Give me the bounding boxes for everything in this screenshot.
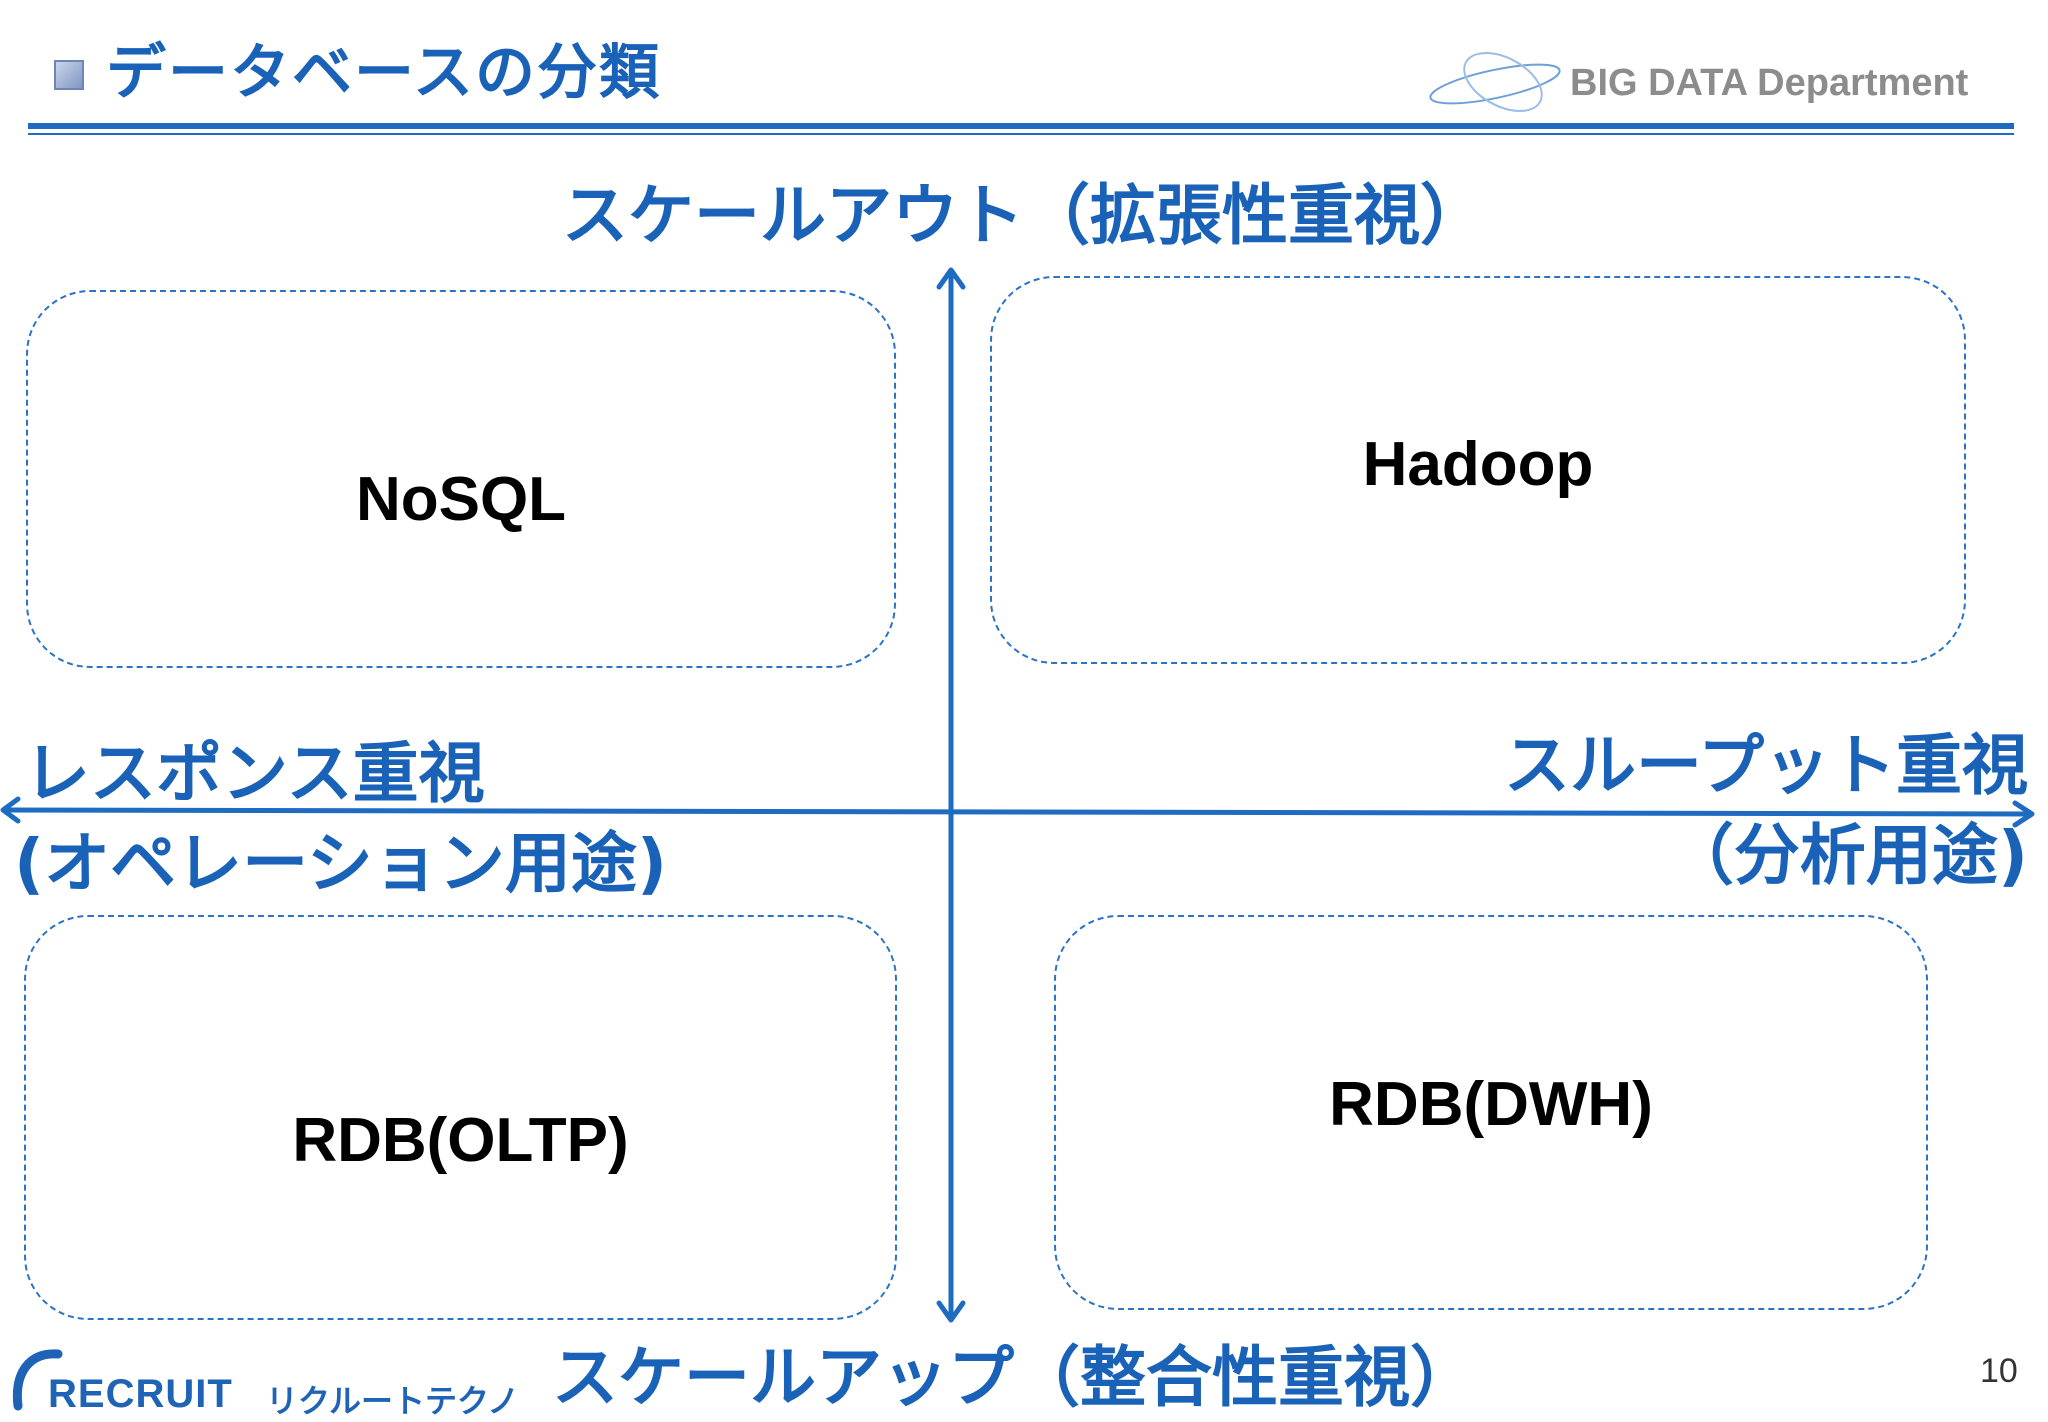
- axis-label-top: スケールアウト（拡張性重視）: [562, 177, 1486, 254]
- department-swoosh-icon: [1429, 52, 1561, 112]
- quadrant-label-rdb-dwh: RDB(DWH): [1329, 1070, 1653, 1139]
- header-divider: [28, 123, 2014, 129]
- quadrant-bottom-left: RDB(OLTP): [24, 915, 897, 1320]
- axis-label-right-sub: （分析用途): [1667, 817, 2028, 894]
- footer-company-name: RECRUIT: [48, 1372, 233, 1416]
- footer-company-kana: リクルートテクノ: [266, 1382, 520, 1420]
- title-square-icon: [54, 60, 84, 90]
- page-title: データベースの分類: [106, 38, 661, 108]
- axis-label-bottom: スケールアップ（整合性重視）: [552, 1339, 1476, 1416]
- quadrant-label-nosql: NoSQL: [355, 464, 567, 534]
- quadrant-label-rdb-oltp: RDB(OLTP): [292, 1106, 629, 1175]
- quadrant-top-left: NoSQL: [26, 290, 896, 668]
- horizontal-axis-arrow-left: [0, 796, 21, 824]
- page-number: 10: [1980, 1352, 2018, 1390]
- recruit-logo-icon: [12, 1349, 63, 1411]
- horizontal-axis-arrow-right: [2012, 800, 2035, 828]
- axis-label-left-sub: (オペレーション用途): [14, 825, 668, 902]
- vertical-axis-arrow-down: [936, 1300, 966, 1323]
- department-name: BIG DATA Department: [1570, 62, 1969, 104]
- vertical-axis-arrow-up: [936, 267, 966, 290]
- axis-label-right: スループット重視: [1503, 727, 2028, 804]
- header-divider-thin: [28, 133, 2014, 135]
- horizontal-axis: [1, 807, 2033, 817]
- quadrant-bottom-right: RDB(DWH): [1054, 915, 1928, 1310]
- axis-label-left: レスポンス重視: [24, 735, 485, 812]
- quadrant-top-right: Hadoop: [990, 276, 1966, 664]
- quadrant-label-hadoop: Hadoop: [1362, 429, 1594, 499]
